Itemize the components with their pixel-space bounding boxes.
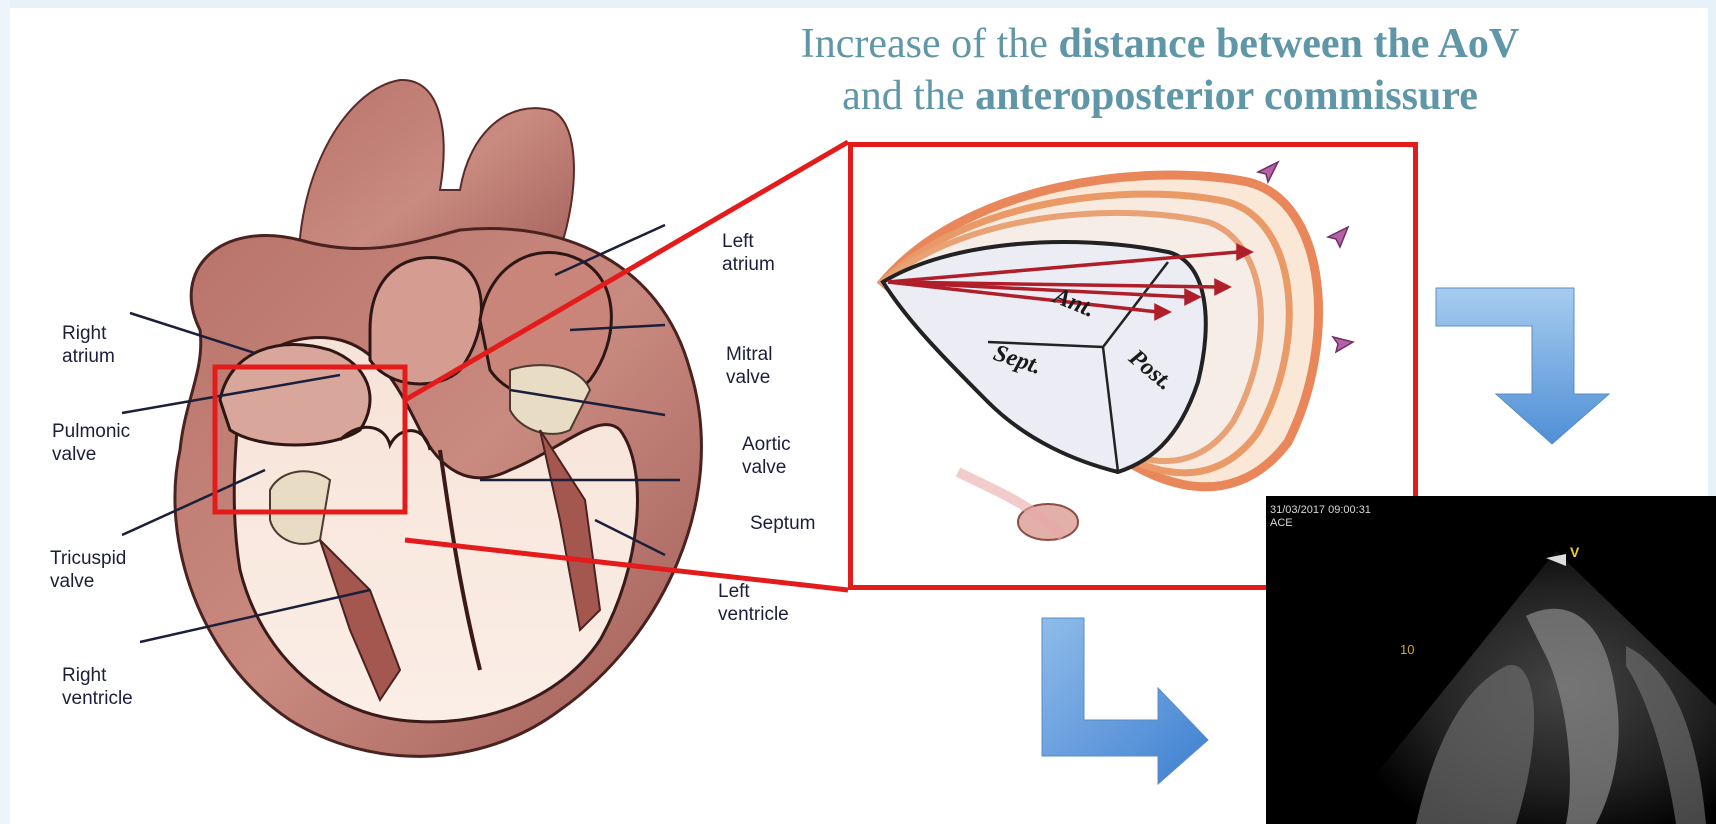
echo-depth-marker: 10 <box>1400 642 1414 657</box>
echo-timestamp: 31/03/2017 09:00:31 ACE <box>1270 504 1371 530</box>
bent-arrow-down-right <box>1040 616 1220 786</box>
bent-arrow-right-down <box>1434 286 1624 446</box>
echo-v-marker: V <box>1570 544 1579 560</box>
echocardiogram-image: 31/03/2017 09:00:31 ACE 10 V <box>1266 496 1716 824</box>
echo-timestamp-text: 31/03/2017 09:00:31 <box>1270 504 1371 517</box>
echo-scan-sector <box>1266 496 1716 824</box>
echo-mode-text: ACE <box>1270 517 1371 530</box>
